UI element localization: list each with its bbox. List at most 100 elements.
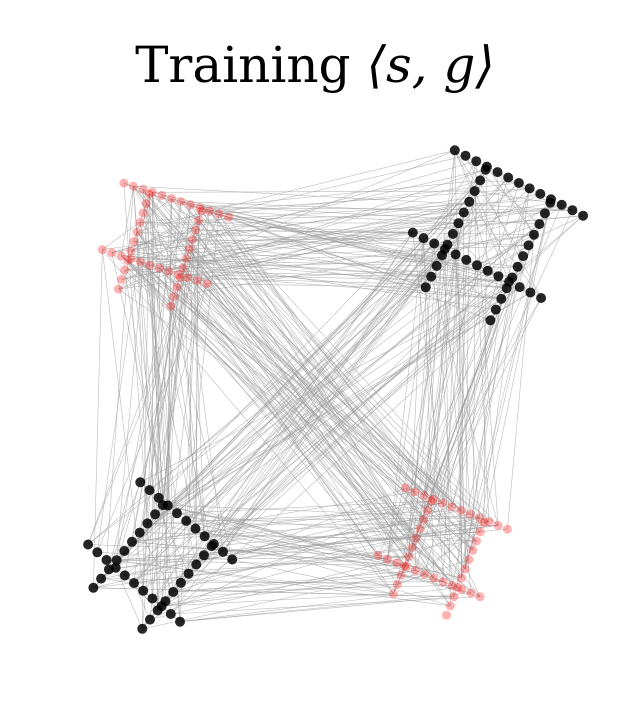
edge-line <box>100 298 502 579</box>
edge-line <box>190 204 490 522</box>
g-point <box>172 282 182 292</box>
s-point <box>153 492 164 503</box>
edge-line <box>152 192 477 542</box>
edge-line <box>179 592 471 622</box>
g-point <box>129 237 139 246</box>
edge-line <box>161 195 466 570</box>
g-point <box>447 502 457 512</box>
s-point <box>493 271 504 282</box>
s-point <box>88 582 99 593</box>
g-point <box>126 254 136 264</box>
edge-line <box>124 269 164 506</box>
edge-line <box>397 559 470 585</box>
s-point <box>208 539 219 549</box>
s-point <box>429 238 440 249</box>
g-point <box>97 245 107 255</box>
s-point <box>199 550 209 561</box>
edge-line <box>185 213 220 521</box>
g-point <box>373 550 383 560</box>
edge-line <box>218 155 466 215</box>
edge-line <box>377 519 424 556</box>
edge-line <box>198 220 502 300</box>
edge-line <box>152 192 513 278</box>
edge-line <box>167 306 171 506</box>
edge-line <box>195 491 415 529</box>
s-point <box>165 609 176 619</box>
edge-line <box>133 186 416 571</box>
s-point <box>535 188 546 199</box>
edge-line <box>469 201 502 299</box>
edge-line <box>442 191 475 503</box>
g-point <box>410 487 420 497</box>
s-point <box>525 287 536 298</box>
edge-line <box>140 261 196 529</box>
edge-line <box>124 258 187 576</box>
s-point <box>504 276 515 287</box>
edge-line <box>133 255 443 584</box>
s-point <box>137 623 148 634</box>
edge-line <box>149 248 190 620</box>
edge-line <box>93 287 426 589</box>
edge-line <box>483 202 551 523</box>
edge-line <box>222 248 446 552</box>
edge-line <box>178 274 415 492</box>
g-point <box>173 269 183 279</box>
edge-line <box>182 204 191 269</box>
s-point <box>150 509 161 520</box>
g-point <box>460 564 470 574</box>
edge-line <box>232 525 499 560</box>
edge-line <box>161 566 407 607</box>
s-point <box>181 515 192 526</box>
s-point <box>492 167 503 178</box>
s-point <box>172 508 182 519</box>
edge-line <box>115 193 150 568</box>
edge-line <box>147 523 405 567</box>
edge-line <box>433 243 453 507</box>
s-point <box>227 554 238 565</box>
g-point <box>107 248 117 258</box>
g-point <box>183 273 193 282</box>
g-point <box>187 235 197 244</box>
g-point <box>479 518 489 527</box>
edge-line <box>228 216 424 520</box>
edge-line <box>186 212 464 259</box>
g-point <box>195 203 205 213</box>
edge-line <box>173 234 535 297</box>
edge-line <box>203 528 508 556</box>
edge-line <box>453 199 552 597</box>
edge-line <box>447 193 541 245</box>
edge-line <box>118 220 199 290</box>
s-point <box>567 205 578 216</box>
edge-line <box>195 229 413 233</box>
edge-line <box>470 513 480 519</box>
chart-title: Training ⟨s, g⟩ <box>0 40 630 90</box>
edge-line <box>130 169 486 252</box>
g-point <box>192 276 202 285</box>
edge-line <box>93 249 103 588</box>
edge-line <box>124 269 502 300</box>
edge-line <box>199 207 573 211</box>
g-point <box>181 254 191 263</box>
edge-line <box>192 239 205 537</box>
g-point <box>178 263 188 273</box>
g-point <box>396 570 406 580</box>
edge-line <box>101 578 135 584</box>
edge-line <box>199 180 481 209</box>
edge-line <box>465 199 552 569</box>
edge-line <box>411 244 448 548</box>
edge-line <box>159 268 435 579</box>
s-point <box>469 186 480 197</box>
edge-line <box>444 248 451 606</box>
edge-line <box>452 233 480 518</box>
edge-line <box>186 204 562 522</box>
g-point <box>484 517 494 527</box>
s-point <box>546 194 556 205</box>
edge-line <box>426 309 497 511</box>
edge-line <box>149 495 425 620</box>
g-point <box>401 562 411 572</box>
s-point <box>175 577 186 588</box>
edge-line <box>131 502 443 543</box>
edge-line <box>159 267 472 594</box>
g-point <box>472 536 481 546</box>
g-point <box>205 206 214 216</box>
